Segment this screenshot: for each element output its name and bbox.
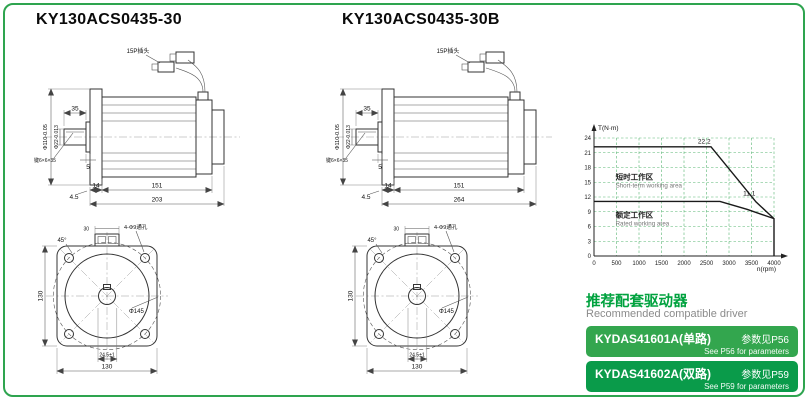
dim-shaft-step: 5 [86,164,90,171]
connector-label: 15P插头 [127,47,150,55]
y-tick-label: 0 [588,254,592,260]
x-tick-label: 3000 [722,261,736,267]
driver-ref-en: See P56 for parameters [704,347,789,356]
dim-key-flat: 24.5±1 [409,353,424,359]
driver-button-1[interactable]: KYDAS41601A(单路) 参数见P56 See P56 for param… [586,326,798,357]
x-axis-label: n(rpm) [757,266,776,273]
dim-flange-height: 130 [348,290,355,301]
dim-hole-angle: 45° [367,238,377,244]
x-tick-label: 500 [611,261,622,267]
dimensions: 30 45° 4-Φ9通孔 Φ145 130 130 24.5±1 [348,223,469,374]
dim-body-length: 151 [152,183,163,190]
dim-flange-diameter: Φ110-0.05 [43,124,49,150]
dimensions: 35 5 Φ110-0.05 Φ22-0.013 键6×6×35 14 151 [326,88,537,207]
model-title-b: KY130ACS0435-30B [342,11,500,28]
y-tick-label: 24 [584,136,591,142]
driver-ref-en: See P59 for parameters [704,382,789,391]
side-view-drawing-1: 15P插头 35 5 Φ110-0.05 Φ22-0.013 键6×6×35 [34,47,240,207]
dim-bolt-circle: Φ145 [439,309,454,315]
y-axis-label: T(N·m) [598,125,619,132]
cables-and-connectors: 15P插头 [127,47,206,93]
rated-torque-curve [594,200,775,220]
motor-outline [44,88,240,186]
region-label-zh: 额定工作区 [616,210,654,220]
dim-hole-angle: 45° [57,238,67,244]
dim-shaft-step: 5 [378,164,382,171]
x-tick-label: 2500 [700,261,714,267]
dim-flange-width: 130 [102,364,113,371]
y-axis-arrow [591,124,597,131]
connector-label: 15P插头 [437,47,460,55]
x-tick-label: 1500 [655,261,669,267]
dim-key-length: 35 [71,106,79,113]
key-spec-label: 键6×6×35 [326,157,348,164]
torque-speed-chart: T(N·m) n(rpm) 0 500 1000 1500 2000 2500 3000 3500… [584,124,788,273]
y-tick-label: 21 [584,151,591,157]
peak-torque-curve [594,146,775,256]
cables-and-connectors: 15P插头 [437,47,518,93]
dim-spigot-lip: 4.5 [69,194,78,201]
dimensions: 30 45° 4-Φ9通孔 Φ145 130 130 24.5±1 [38,223,159,374]
region-label-en: Rated working area [616,221,670,228]
region-label-zh: 短时工作区 [616,171,654,181]
front-view-drawing-2: 30 45° 4-Φ9通孔 Φ145 130 130 24.5±1 [348,223,478,374]
dim-connector-box: 30 [83,227,89,233]
dim-key-flat: 24.5±1 [99,353,114,359]
dim-body-length: 151 [454,183,465,190]
dim-key-length: 35 [363,106,371,113]
x-tick-label: 0 [592,261,596,267]
driver-ref-zh: 参数见P59 [741,370,789,381]
motor-outline [336,88,552,186]
dim-flange-thickness: 14 [92,183,100,190]
region-label-en: Short-term working area [616,182,683,189]
x-tick-label: 1000 [632,261,646,267]
dimensions: 35 5 Φ110-0.05 Φ22-0.013 键6×6×35 14 151 [34,88,225,207]
dim-flange-diameter: Φ110-0.05 [335,124,341,150]
model-title-a: KY130ACS0435-30 [36,11,182,28]
dim-mounting-holes: 4-Φ9通孔 [124,223,148,231]
dim-flange-height: 130 [38,290,45,301]
driver-model-name: KYDAS41602A(双路) [595,367,712,381]
y-tick-label: 3 [588,239,592,245]
driver-heading-en: Recommended compatible driver [586,308,748,320]
dim-mounting-holes: 4-Φ9通孔 [434,223,458,231]
y-tick-label: 15 [584,180,591,186]
x-tick-label: 4000 [767,261,781,267]
dim-flange-thickness: 14 [384,183,392,190]
dim-shaft-diameter: Φ22-0.013 [346,125,352,149]
x-tick-label: 2000 [677,261,691,267]
driver-ref-zh: 参数见P56 [741,335,789,346]
curve-value-label: 22.2 [698,138,711,145]
dim-spigot-lip: 4.5 [361,194,370,201]
dim-connector-box: 30 [393,227,399,233]
y-tick-label: 12 [584,195,591,201]
flange-outline [46,232,168,360]
side-view-drawing-2: 15P插头 35 5 Φ110-0.05 Φ22-0.013 键6×6×35 [326,47,552,207]
y-tick-label: 18 [584,166,591,172]
driver-button-2[interactable]: KYDAS41602A(双路) 参数见P59 See P59 for param… [586,361,798,392]
y-tick-label: 9 [588,210,592,216]
key-spec-label: 键6×6×35 [34,157,56,164]
driver-model-name: KYDAS41601A(单路) [595,332,712,346]
x-tick-label: 3500 [745,261,759,267]
driver-heading-zh: 推荐配套驱动器 [586,294,688,310]
y-tick-label: 6 [588,225,592,231]
dim-total-length: 203 [152,197,163,204]
dim-shaft-diameter: Φ22-0.013 [54,125,60,149]
dim-total-length: 264 [454,197,465,204]
x-axis-arrow [781,253,788,259]
dim-bolt-circle: Φ145 [129,309,144,315]
flange-outline [356,232,478,360]
front-view-drawing-1: 30 45° 4-Φ9通孔 Φ145 130 130 24.5±1 [38,223,168,374]
dim-flange-width: 130 [412,364,423,371]
curve-value-label: 11.1 [743,190,756,197]
